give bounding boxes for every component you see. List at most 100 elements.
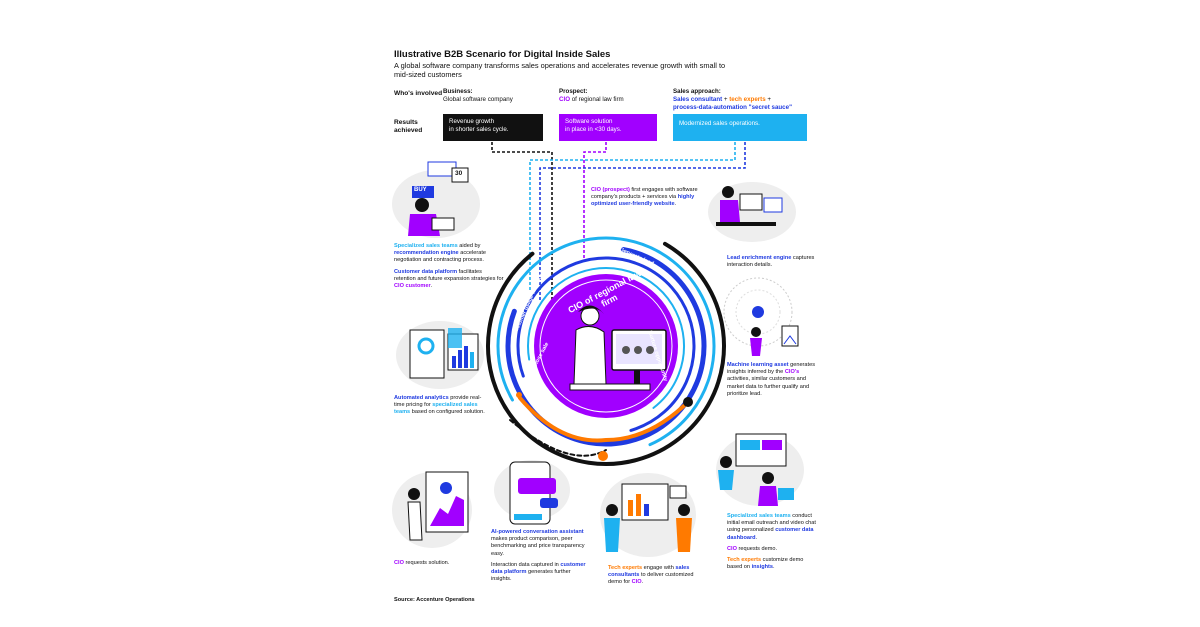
note-cio-requests: CIO requests solution. [394,560,484,567]
note-machine-learning: Machine learning asset generates insight… [727,362,819,398]
ring-blue-inner [516,256,696,436]
note-rec-e: Customer data platform [394,268,458,275]
row-label-results: Results achieved [394,119,423,134]
illustration-machine-learning [723,277,799,356]
note-outreach-g: Tech experts [727,557,762,564]
ring-black [486,226,726,466]
node-black-right [683,397,693,407]
connector-blue [539,142,746,300]
result-software-text: in place in <30 days. [565,126,622,133]
note-tech-d: to deliver customized demo for [608,572,694,586]
note-analytics-a: Automated analytics [394,395,449,401]
note-ai-d: customer data platform [491,561,586,576]
note-website: CIO (prospect) first engages with softwa… [591,187,703,209]
source-note: Source: Accenture Operations [394,597,475,603]
buy-label: BUY [414,187,427,193]
prospect-cio: CIO [559,96,571,103]
note-ai-b: makes product comparison, peer benchmark… [491,536,585,557]
business-column-header: Business: Global software company [443,88,513,104]
note-demo-request: CIO requests demo. [727,546,819,553]
illustration-solution [392,471,472,548]
ring-dashed [509,419,607,457]
note-ml-c: CIO's [784,369,800,376]
note-outreach-h: customize demo based on [727,557,804,571]
note-retention: Customer data platform facilitates reten… [394,269,504,291]
note-tech-experts: Tech experts engage with sales consultan… [608,565,704,587]
screen-avatar-3 [646,346,654,354]
result-software-title: Software solution [565,118,613,125]
note-rec-c: recommendation engine [394,250,459,257]
result-revenue-title: Revenue growth [449,118,495,125]
result-revenue-text: in shorter sales cycle. [449,126,509,133]
result-modernized-text: Modernized sales operations. [679,120,760,127]
journey-rings [486,226,726,466]
note-outreach-j: . [773,564,775,571]
illustration-video-chat [716,433,804,506]
illustration-buy [392,161,480,238]
calendar-number: 30 [455,170,463,177]
note-outreach-f: requests demo. [736,545,778,552]
note-tech-c: sales consultants [608,565,690,579]
note-rec-d: accelerate negotiation and contracting p… [394,250,487,264]
note-website-b: first engages with software company's pr… [591,187,698,201]
note-rec-f: facilitates retention and future expansi… [394,268,504,282]
connector-cyan [529,142,736,290]
approach-column-header: Sales approach: Sales consultant + tech … [673,88,813,112]
result-box-revenue: Revenue growth in shorter sales cycle. [443,114,543,141]
note-cio-b: requests solution. [403,560,450,566]
page-title: Illustrative B2B Scenario for Digital In… [394,49,611,60]
note-ai-a: AI-powered conversation assistant [491,529,584,535]
ring-orange [518,396,692,443]
prospect-column-header: Prospect: CIO of regional law firm [559,88,624,104]
connector-purple [583,142,607,258]
approach-plus-1: + [722,96,730,103]
note-tech-f: . [641,579,644,586]
approach-head: Sales approach: [673,88,721,95]
center-illustration [569,305,667,391]
ring-blue [505,245,707,447]
note-tech-b: engage with [642,565,676,571]
note-outreach: Specialized sales teams conduct initial … [727,513,819,571]
ring-cyan-inner [527,267,685,425]
note-outreach-i: insights [751,564,774,571]
screen-avatar-2 [634,346,642,354]
note-website-a: CIO (prospect) [591,187,630,193]
approach-plus-2: + [765,96,772,103]
center-person-hair [578,305,604,314]
note-automated-analytics: Automated analytics provide real-time pr… [394,395,490,417]
note-website-c: highly optimized user-friendly website [591,194,695,208]
note-ai-e: generates further insights. [491,569,571,583]
illustration-chat [494,460,570,525]
illustration-demo [600,473,696,557]
note-outreach-a: Specialized sales teams [727,513,791,519]
note-cio-a: CIO [394,560,404,566]
note-rec-h: . [430,283,433,290]
business-value: Global software company [443,96,513,103]
note-demo-customize: Tech experts customize demo based on ins… [727,557,819,571]
result-box-software: Software solution in place in <30 days. [559,114,657,141]
note-analytics-d: based on configured solution. [410,409,485,416]
node-orange-bottom [598,451,608,461]
center-circle [534,274,678,418]
note-lead-b: captures interaction details. [727,255,815,269]
note-rec-b: aided by [457,243,481,249]
center-person-body [573,326,607,385]
note-tech-e: CIO [631,579,642,586]
center-inner-ring [539,279,673,413]
note-ai-c: Interaction data captured in [491,561,561,568]
center-monitor-stand [634,370,640,384]
ring-cyan [496,236,716,456]
page-subtitle: A global software company transforms sal… [394,61,726,79]
note-recommendation: Specialized sales teams aided by recomme… [394,243,504,290]
note-outreach-d: . [755,534,758,541]
node-orange-left [516,392,522,398]
approach-sales-consultant: Sales consultant [673,96,723,103]
note-analytics-c: specialized sales teams [394,402,478,416]
business-head: Business: [443,88,473,95]
note-outreach-b: conduct initial email outreach and video… [727,513,816,534]
note-ai-assistant: AI-powered conversation assistant makes … [491,529,587,583]
prospect-value: of regional law firm [570,96,624,103]
row-label-involved: Who's involved [394,90,443,97]
note-rec-g: CIO customer [394,283,431,290]
